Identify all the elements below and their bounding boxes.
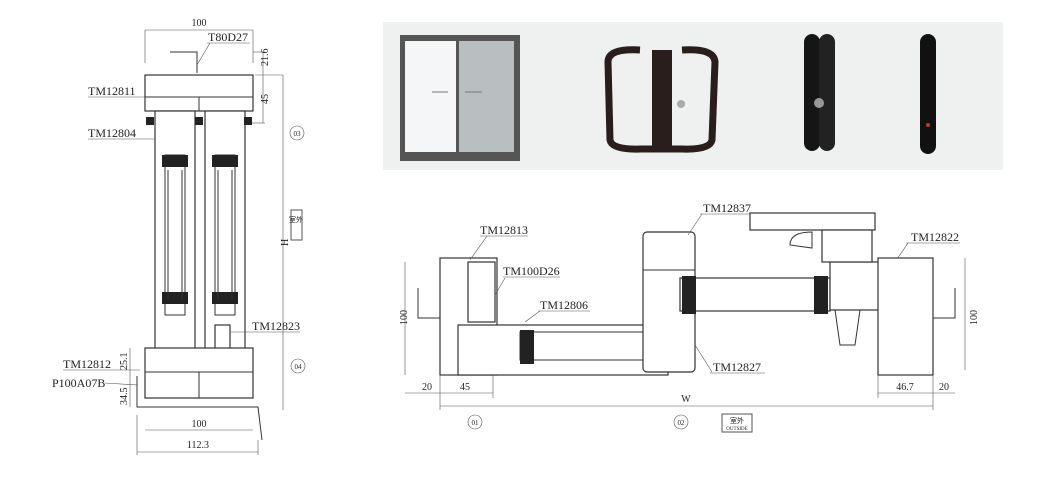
label-interlock: TM12837 bbox=[703, 201, 751, 215]
dim-top-width: 100 bbox=[192, 18, 207, 29]
outside-tag: 室外 bbox=[289, 215, 303, 224]
label-mullion: TM12827 bbox=[713, 360, 761, 374]
horizontal-section: 100 100 TM12813 TM100D26 TM12806 TM12837… bbox=[399, 201, 980, 433]
dim-overall-width: 112.3 bbox=[187, 440, 209, 451]
marker-01: 01 bbox=[472, 419, 480, 427]
marker-04: 04 bbox=[295, 363, 303, 371]
flush-handle-photo bbox=[920, 34, 936, 154]
dim-offset-top: 21.6 bbox=[260, 49, 271, 67]
dim-bottom-width: 100 bbox=[192, 419, 207, 430]
dim-sill-upper: 25.1 bbox=[119, 353, 130, 371]
dim-height: H bbox=[280, 239, 291, 246]
label-head: TM12811 bbox=[88, 84, 136, 98]
label-sash: TM12804 bbox=[88, 126, 136, 140]
dim-head-height: 45 bbox=[260, 94, 271, 104]
side-handle-photo bbox=[804, 34, 835, 151]
label-interlock: TM12823 bbox=[252, 319, 300, 333]
dim-left-height: 100 bbox=[399, 310, 410, 325]
label-sill-cover: P100A07B bbox=[52, 376, 105, 390]
marker-02: 02 bbox=[678, 419, 686, 427]
outside-tag-cn: 室外 bbox=[730, 416, 744, 425]
dim-left-jamb: 45 bbox=[460, 382, 470, 393]
label-sash: TM12806 bbox=[540, 298, 588, 312]
double-handle-lock-photo bbox=[604, 46, 719, 153]
label-jamb: TM12813 bbox=[480, 223, 528, 237]
dim-left-offset: 20 bbox=[422, 382, 432, 393]
label-screen-top: T80D27 bbox=[208, 30, 248, 44]
outside-tag-en: OUTSIDE bbox=[726, 427, 747, 432]
sliding-window-photo bbox=[400, 35, 520, 161]
label-screen: TM100D26 bbox=[503, 264, 560, 278]
dim-right-offset: 20 bbox=[939, 382, 949, 393]
dim-right-jamb: 46.7 bbox=[896, 382, 914, 393]
dim-sill-lower: 34.5 bbox=[119, 388, 130, 406]
label-sill: TM12812 bbox=[63, 357, 111, 371]
dim-width: W bbox=[681, 394, 691, 405]
marker-03: 03 bbox=[294, 130, 302, 138]
label-hook: TM12822 bbox=[911, 230, 959, 244]
vertical-section: 100 T80D27 21.6 45 H 室外 03 04 TM12811 bbox=[52, 18, 306, 455]
dim-right-height: 100 bbox=[969, 310, 980, 325]
photo-strip bbox=[383, 22, 1003, 170]
